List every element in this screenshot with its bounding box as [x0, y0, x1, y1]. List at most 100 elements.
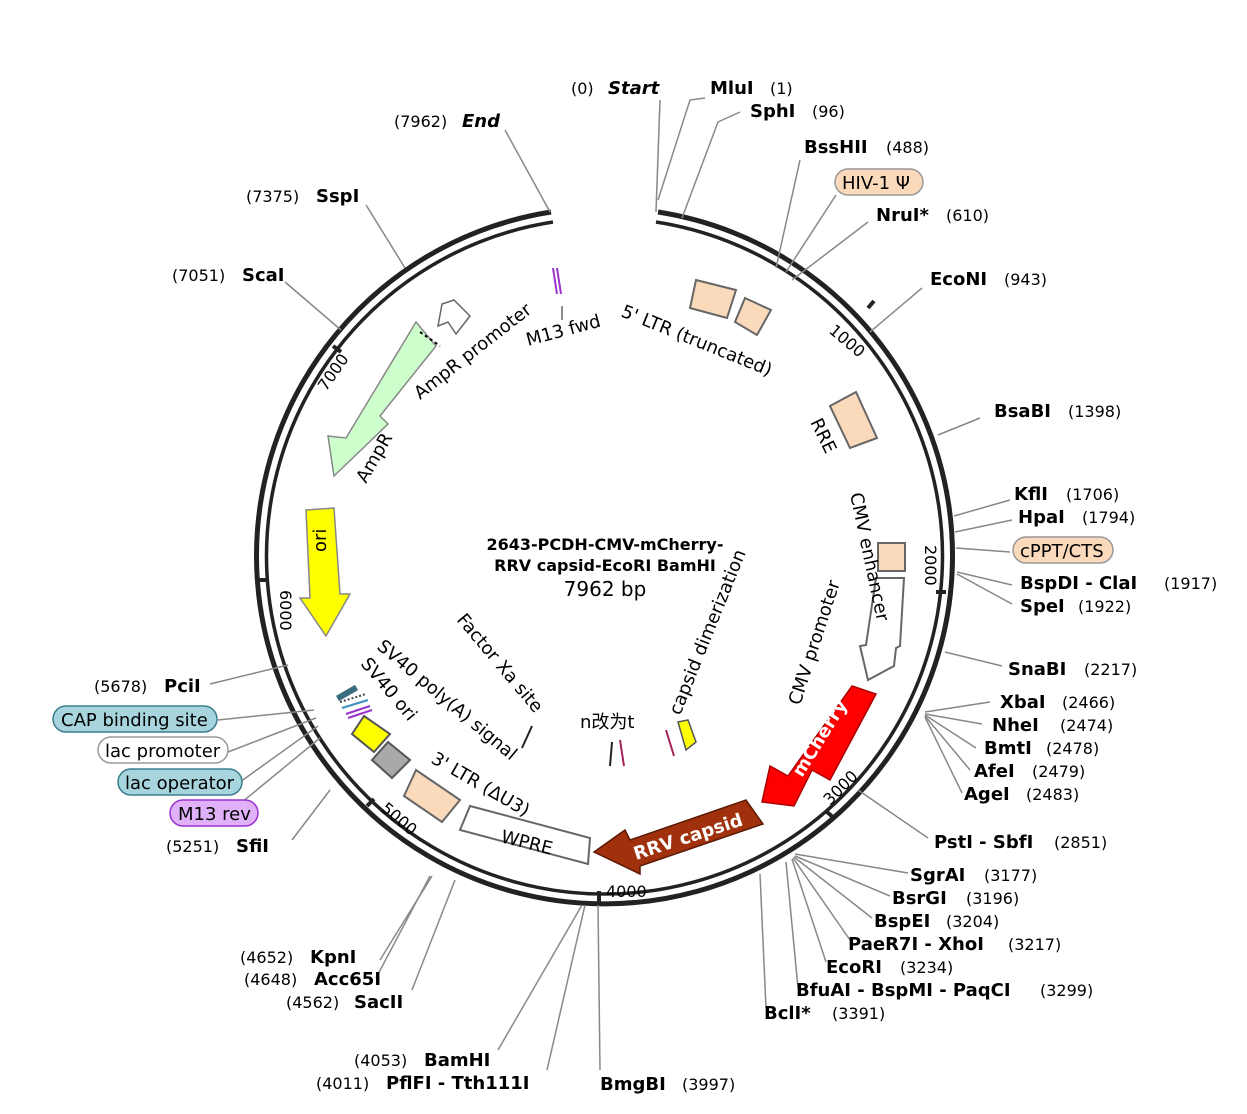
plasmid-length: 7962 bp: [564, 577, 647, 601]
tick-label-4000: 4000: [606, 882, 647, 901]
site-scai-name: ScaI: [242, 265, 284, 286]
site-bspdi-name: BspDI - ClaI: [1020, 573, 1137, 594]
feature-sv40-ori-box: [350, 714, 392, 754]
badge-cppt: [1012, 536, 1114, 564]
feature-ori-label: ori: [310, 529, 331, 552]
feature-factorxa-label: Factor Xa site: [452, 610, 547, 717]
site-xbai-name: XbaI: [1000, 692, 1046, 713]
feature-rrv-capsid-arrow: [592, 799, 765, 876]
site-start-pos: (0): [571, 79, 594, 98]
site-spei-name: SpeI: [1020, 596, 1065, 617]
feature-mcherry-arrow: [761, 685, 878, 807]
feature-rre-box: [828, 390, 879, 450]
site-bsabi-name: BsaBI: [994, 401, 1051, 422]
site-bsshii-name: BssHII: [804, 137, 868, 158]
site-acc65i-name: Acc65I: [314, 969, 381, 990]
badge-lac-operator-label: lac operator: [125, 773, 235, 794]
site-hpai-name: HpaI: [1018, 507, 1065, 528]
site-paer7i-pos: (3217): [1008, 935, 1061, 954]
badge-m13-rev-label: M13 rev: [178, 804, 251, 825]
site-bfuai-pos: (3299): [1040, 981, 1093, 1000]
site-acc65i-pos: (4648): [244, 970, 297, 989]
site-sfii-name: SfiI: [236, 836, 269, 857]
site-ecori-pos: (3234): [900, 958, 953, 977]
site-hpai-pos: (1794): [1082, 508, 1135, 527]
badge-cap-binding-site-label: CAP binding site: [61, 710, 208, 731]
site-bsrgi-name: BsrGI: [892, 888, 947, 909]
site-snabi-pos: (2217): [1084, 660, 1137, 679]
site-nhei-name: NheI: [992, 715, 1039, 736]
site-sfii-pos: (5251): [166, 837, 219, 856]
site-sphi-pos: (96): [812, 102, 845, 121]
backbone-inner-ring: [264, 220, 945, 896]
feature-lac-region-marks: [335, 684, 373, 719]
site-xbai-pos: (2466): [1062, 693, 1115, 712]
site-bcli-name: BclI*: [764, 1003, 811, 1024]
site-nhei-pos: (2474): [1060, 716, 1113, 735]
site-ecori-name: EcoRI: [826, 957, 882, 978]
site-bspdi-pos: (1917): [1164, 574, 1217, 593]
plasmid-name-line1: 2643-PCDH-CMV-mCherry-: [487, 535, 724, 554]
feature-m13-fwd-marks: [552, 267, 563, 320]
feature-ampr-dotted: [419, 331, 441, 347]
site-nrui-name: NruI*: [876, 205, 929, 226]
site-snabi-name: SnaBI: [1008, 659, 1066, 680]
badge-hiv-psi-label: HIV-1 Ψ: [842, 173, 910, 194]
feature-cmv-promoter-label: CMV promoter: [785, 577, 845, 707]
tick-marks: [256, 299, 946, 904]
site-bsabi-pos: (1398): [1068, 402, 1121, 421]
tick-label-5000: 5000: [377, 799, 420, 840]
site-sspi-name: SspI: [316, 186, 359, 207]
site-end-name: End: [462, 111, 501, 132]
site-bmgbi-name: BmgBI: [600, 1074, 666, 1095]
site-agei-name: AgeI: [964, 784, 1010, 805]
site-sspi-pos: (7375): [246, 187, 299, 206]
site-kpni-pos: (4652): [240, 948, 293, 967]
feature-m13-fwd-label: M13 fwd: [524, 311, 603, 351]
feature-cmv-enhancer-arrow: [858, 577, 906, 682]
feature-rre-label: RRE: [806, 415, 841, 457]
site-spei-pos: (1922): [1078, 597, 1131, 616]
badge-lac-promoter: [97, 736, 229, 764]
site-sphi-name: SphI: [750, 101, 795, 122]
site-bsshii-pos: (488): [886, 138, 929, 157]
site-bmgbi-pos: (3997): [682, 1075, 735, 1094]
feature-ampr-arrow: [327, 320, 437, 478]
site-bmti-pos: (2478): [1046, 739, 1099, 758]
tick-label-1000: 1000: [825, 321, 868, 362]
site-sgrai-name: SgrAI: [910, 865, 965, 886]
site-mlui-name: MluI: [710, 78, 754, 99]
site-sacii-pos: (4562): [286, 993, 339, 1012]
site-psti-name: PstI - SbfI: [934, 832, 1033, 853]
site-mlui-pos: (1): [770, 79, 793, 98]
site-afei-pos: (2479): [1032, 762, 1085, 781]
feature-5-ltr-boxes: [688, 278, 773, 337]
site-start-name: Start: [608, 78, 661, 99]
site-pflfi-pos: (4011): [316, 1074, 369, 1093]
plasmid-name-line2: RRV capsid-EcoRI BamHI: [494, 556, 716, 575]
site-kfli-pos: (1706): [1066, 485, 1119, 504]
site-econi-pos: (943): [1004, 270, 1047, 289]
badge-lac-operator: [117, 768, 243, 796]
feature-nchange-label: n改为t: [580, 712, 634, 733]
site-kpni-name: KpnI: [310, 947, 356, 968]
site-bamhi-pos: (4053): [354, 1051, 407, 1070]
badge-cap-binding-site: [52, 705, 218, 733]
site-afei-name: AfeI: [974, 761, 1015, 782]
badge-m13-rev: [169, 799, 259, 827]
badge-lac-promoter-label: lac promoter: [105, 741, 221, 762]
site-end-pos: (7962): [394, 112, 447, 131]
feature-ampr-promoter-arrow: [437, 299, 471, 336]
feature-ori-arrow: [298, 507, 352, 638]
backbone-outer-ring: [254, 209, 955, 907]
feature-wpre-box: [458, 804, 592, 866]
badge-hiv-psi: [834, 168, 924, 196]
feature-3-ltr-box: [402, 768, 462, 824]
site-kfli-name: KflI: [1014, 484, 1048, 505]
site-nrui-pos: (610): [946, 206, 989, 225]
site-pcii-name: PciI: [164, 676, 201, 697]
leader-lines: [209, 97, 1013, 1071]
site-pcii-pos: (5678): [94, 677, 147, 696]
site-scai-pos: (7051): [172, 266, 225, 285]
